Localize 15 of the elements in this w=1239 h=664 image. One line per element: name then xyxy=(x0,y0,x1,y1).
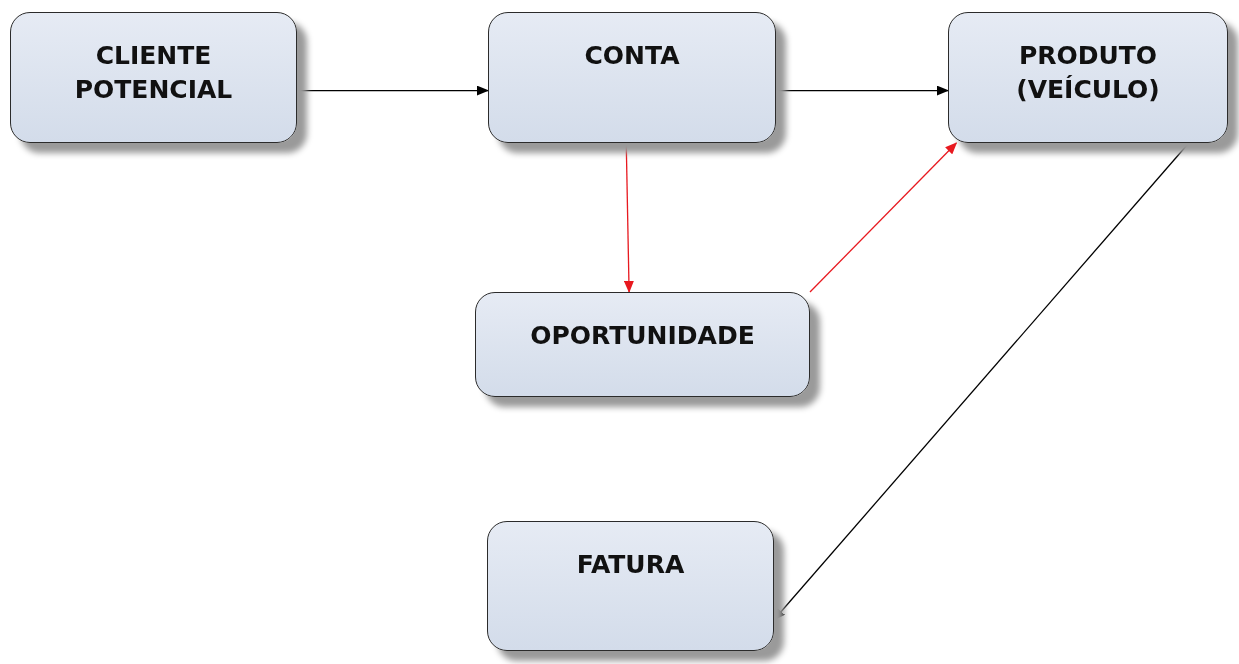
process-box xyxy=(948,12,1228,143)
arrow xyxy=(775,85,949,96)
arrow xyxy=(296,85,489,96)
process-box xyxy=(488,12,776,143)
arrow xyxy=(809,142,958,293)
box-label: CLIENTE POTENCIAL xyxy=(73,40,234,106)
box-label: CONTA xyxy=(584,40,680,72)
arrow xyxy=(623,142,634,293)
process-box xyxy=(487,521,774,651)
process-box xyxy=(475,292,810,397)
box-label: PRODUTO (VEÍCULO) xyxy=(1015,40,1161,106)
box-label: FATURA xyxy=(576,549,685,581)
box-label: OPORTUNIDADE xyxy=(530,320,755,352)
process-box xyxy=(10,12,297,143)
arrow xyxy=(773,142,1190,621)
